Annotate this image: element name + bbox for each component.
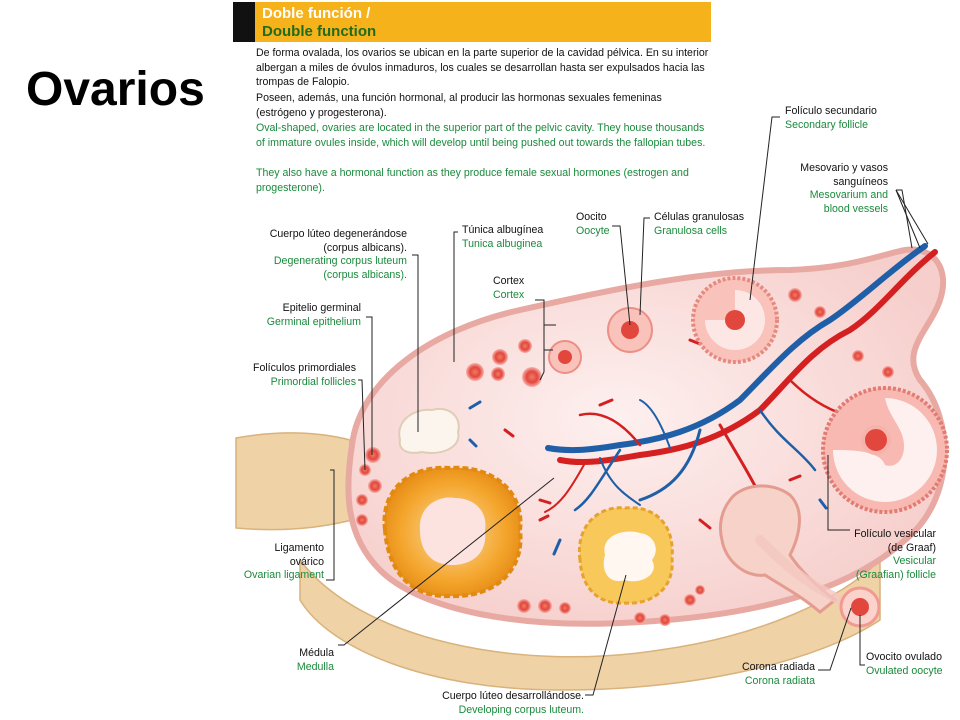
label-mesovarium-en-2: blood vessels [823,202,888,215]
label-vesicular-follicle-es-2: (de Graaf) [887,541,936,554]
leader-lines [326,116,929,696]
header-bar [233,2,711,42]
label-medulla: Médula Medulla [297,647,334,674]
label-corpus-albicans-es-2: (corpus albicans). [323,241,407,254]
cortex-follicles [466,288,894,626]
label-corpus-albicans-es-1: Cuerpo lúteo degenerándose [269,228,407,240]
mesovarium-base [299,557,881,691]
label-tunica-es: Túnica albugínea [462,224,544,236]
label-tunica-albuginea: Túnica albugínea Tunica albuginea [462,224,543,251]
slide-title: Ovarios [26,63,205,116]
label-secondary-follicle-es: Folículo secundario [785,105,877,117]
label-ovarian-ligament-es-2: ovárico [289,555,324,568]
label-ovulated-oocyte-en: Ovulated oocyte [866,664,943,677]
label-primordial-follicles-es: Folículos primordiales [252,362,356,374]
label-corona-radiata-es: Corona radiada [741,661,815,673]
label-mesovarium: Mesovario y vasos sanguíneos Mesovarium … [800,162,888,216]
ovarian-ligament-shape [235,432,353,531]
corpus-albicans-shape [398,407,460,454]
label-corona-radiata: Corona radiada Corona radiata [742,661,815,688]
developing-corpus-luteum-shape [577,506,674,605]
label-granulosa-en: Granulosa cells [654,224,728,237]
label-mesovarium-es-1: Mesovario y vasos [800,162,888,174]
label-ovarian-ligament-en: Ovarian ligament [243,569,324,581]
label-germinal-epithelium: Epitelio germinal Germinal epithelium [267,302,361,329]
description-en-2: They also have a hormonal function as th… [256,167,689,194]
label-oocyte-es: Oocito [576,211,607,223]
corpus-luteum-large [382,465,523,599]
header-mark [233,2,255,42]
label-primordial-follicles: Folículos primordiales Primordial follic… [253,362,356,389]
label-vesicular-follicle-es-1: Folículo vesicular [854,528,936,540]
label-germinal-epithelium-en: Germinal epithelium [266,315,361,328]
label-secondary-follicle-en: Secondary follicle [785,118,869,131]
label-vesicular-follicle: Folículo vesicular (de Graaf) Vesicular … [854,528,936,582]
label-medulla-en: Medulla [296,660,334,673]
label-developing-corpus-luteum-es: Cuerpo lúteo desarrollándose. [442,690,584,702]
label-oocyte-en: Oocyte [576,224,610,237]
label-ovulated-oocyte: Ovocito ovulado Ovulated oocyte [866,651,943,678]
description-es-2: Poseen, además, una función hormonal, al… [256,92,662,119]
label-developing-corpus-luteum: Cuerpo lúteo desarrollándose. Developing… [442,690,584,717]
vessel-fragments [468,338,828,572]
description-es-1: De forma ovalada, los ovarios se ubican … [256,47,709,88]
label-granulosa: Células granulosas Granulosa cells [654,211,744,238]
label-vesicular-follicle-en-1: Vesicular [893,555,936,567]
label-corpus-albicans: Cuerpo lúteo degenerándose (corpus albic… [270,228,407,282]
vesicular-follicle-shape [821,386,949,514]
label-oocyte: Oocito Oocyte [576,211,610,238]
label-ovarian-ligament-es-1: Ligamento [274,542,324,554]
label-corpus-albicans-en-2: (corpus albicans). [323,268,407,281]
label-cortex-en: Cortex [493,288,525,301]
ovulation-site [718,484,845,614]
label-granulosa-es: Células granulosas [654,211,745,223]
secondary-follicle-shape [691,276,779,364]
label-developing-corpus-luteum-en: Developing corpus luteum. [458,703,584,716]
label-corona-radiata-en: Corona radiata [744,674,815,687]
label-mesovarium-es-2: sanguíneos [833,175,888,188]
label-medulla-es: Médula [299,647,334,659]
label-mesovarium-en-1: Mesovarium and [809,189,888,201]
label-germinal-epithelium-es: Epitelio germinal [282,302,361,314]
label-primordial-follicles-en: Primordial follicles [270,375,356,388]
header-title-es: Doble función / [262,5,371,22]
header-title-en: Double function [262,23,377,40]
label-ovulated-oocyte-es: Ovocito ovulado [866,651,942,663]
label-cortex-es: Cortex [493,275,525,287]
label-tunica-en: Tunica albuginea [462,237,543,250]
description-en-1: Oval-shaped, ovaries are located in the … [256,122,706,149]
primordial-follicles [356,447,382,526]
label-secondary-follicle: Folículo secundario Secondary follicle [785,105,877,132]
label-cortex: Cortex Cortex [493,275,524,302]
label-vesicular-follicle-en-2: (Graafian) follicle [855,568,936,581]
label-ovarian-ligament: Ligamento ovárico Ovarian ligament [244,542,324,583]
label-corpus-albicans-en-1: Degenerating corpus luteum [273,255,407,267]
